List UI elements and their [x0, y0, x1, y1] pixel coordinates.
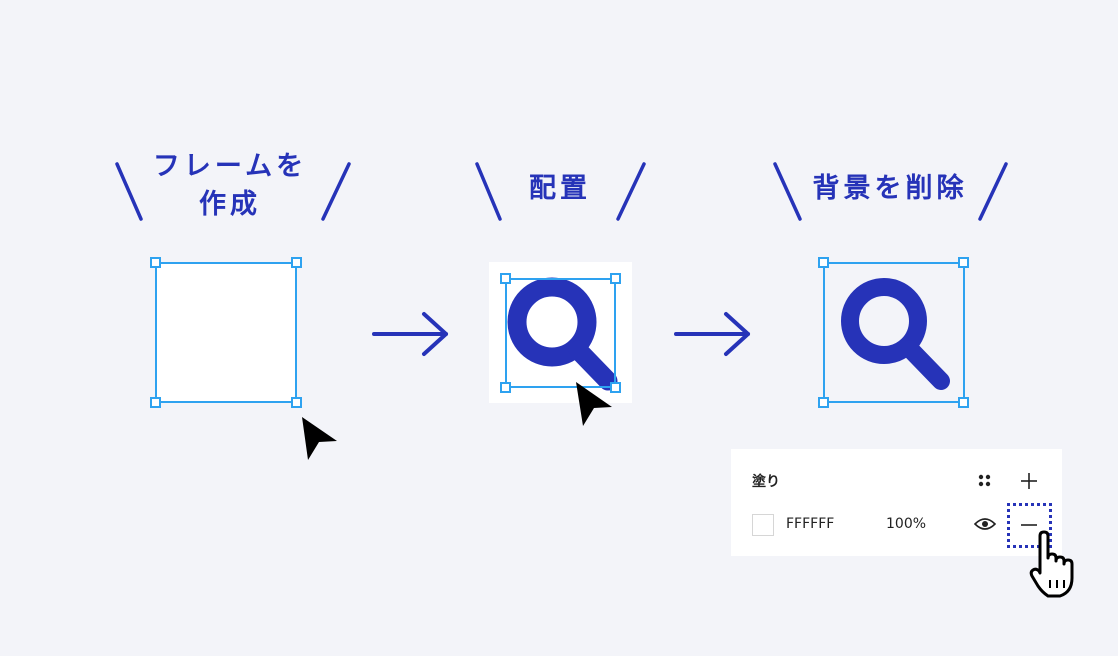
- remove-fill-highlight: [1007, 503, 1052, 548]
- step-3-frame[interactable]: [823, 262, 965, 403]
- step-2-frame[interactable]: [505, 278, 616, 388]
- step-1-handle-tr[interactable]: [291, 257, 302, 268]
- step-2-handle-tl[interactable]: [500, 273, 511, 284]
- step-2-title: 配置: [529, 173, 591, 204]
- step-2-handle-br[interactable]: [610, 382, 621, 393]
- fill-opacity[interactable]: 100%: [886, 516, 927, 532]
- magnifier-icon: [507, 277, 618, 391]
- fill-color-swatch[interactable]: [752, 514, 774, 536]
- fill-panel-title: 塗り: [752, 474, 780, 490]
- magnifier-icon: [841, 278, 950, 390]
- minus-icon[interactable]: [1020, 516, 1038, 534]
- step-1-frame[interactable]: [155, 262, 297, 403]
- cursor-arrow-icon: [576, 382, 612, 426]
- step-3-handle-tl[interactable]: [818, 257, 829, 268]
- styles-grid-icon[interactable]: [977, 473, 993, 489]
- plus-icon[interactable]: [1020, 472, 1038, 490]
- pointing-hand-icon: [1029, 530, 1074, 598]
- step-2-handle-tr[interactable]: [610, 273, 621, 284]
- cursor-arrow-icon: [302, 417, 337, 460]
- step-3-handle-bl[interactable]: [818, 397, 829, 408]
- step-1-handle-tl[interactable]: [150, 257, 161, 268]
- arrow-right-icon: [674, 312, 750, 356]
- step-3-handle-br[interactable]: [958, 397, 969, 408]
- fill-color-hex[interactable]: FFFFFF: [786, 516, 835, 532]
- step-2-handle-bl[interactable]: [500, 382, 511, 393]
- arrow-right-icon: [372, 312, 448, 356]
- step-1-title: フレームを 作成: [152, 151, 308, 220]
- step-1-handle-bl[interactable]: [150, 397, 161, 408]
- step-3-title: 背景を削除: [812, 173, 968, 204]
- fill-panel: 塗り FFFFFF 100%: [731, 449, 1062, 556]
- eye-icon[interactable]: [974, 516, 996, 532]
- step-3-handle-tr[interactable]: [958, 257, 969, 268]
- step-1-handle-br[interactable]: [291, 397, 302, 408]
